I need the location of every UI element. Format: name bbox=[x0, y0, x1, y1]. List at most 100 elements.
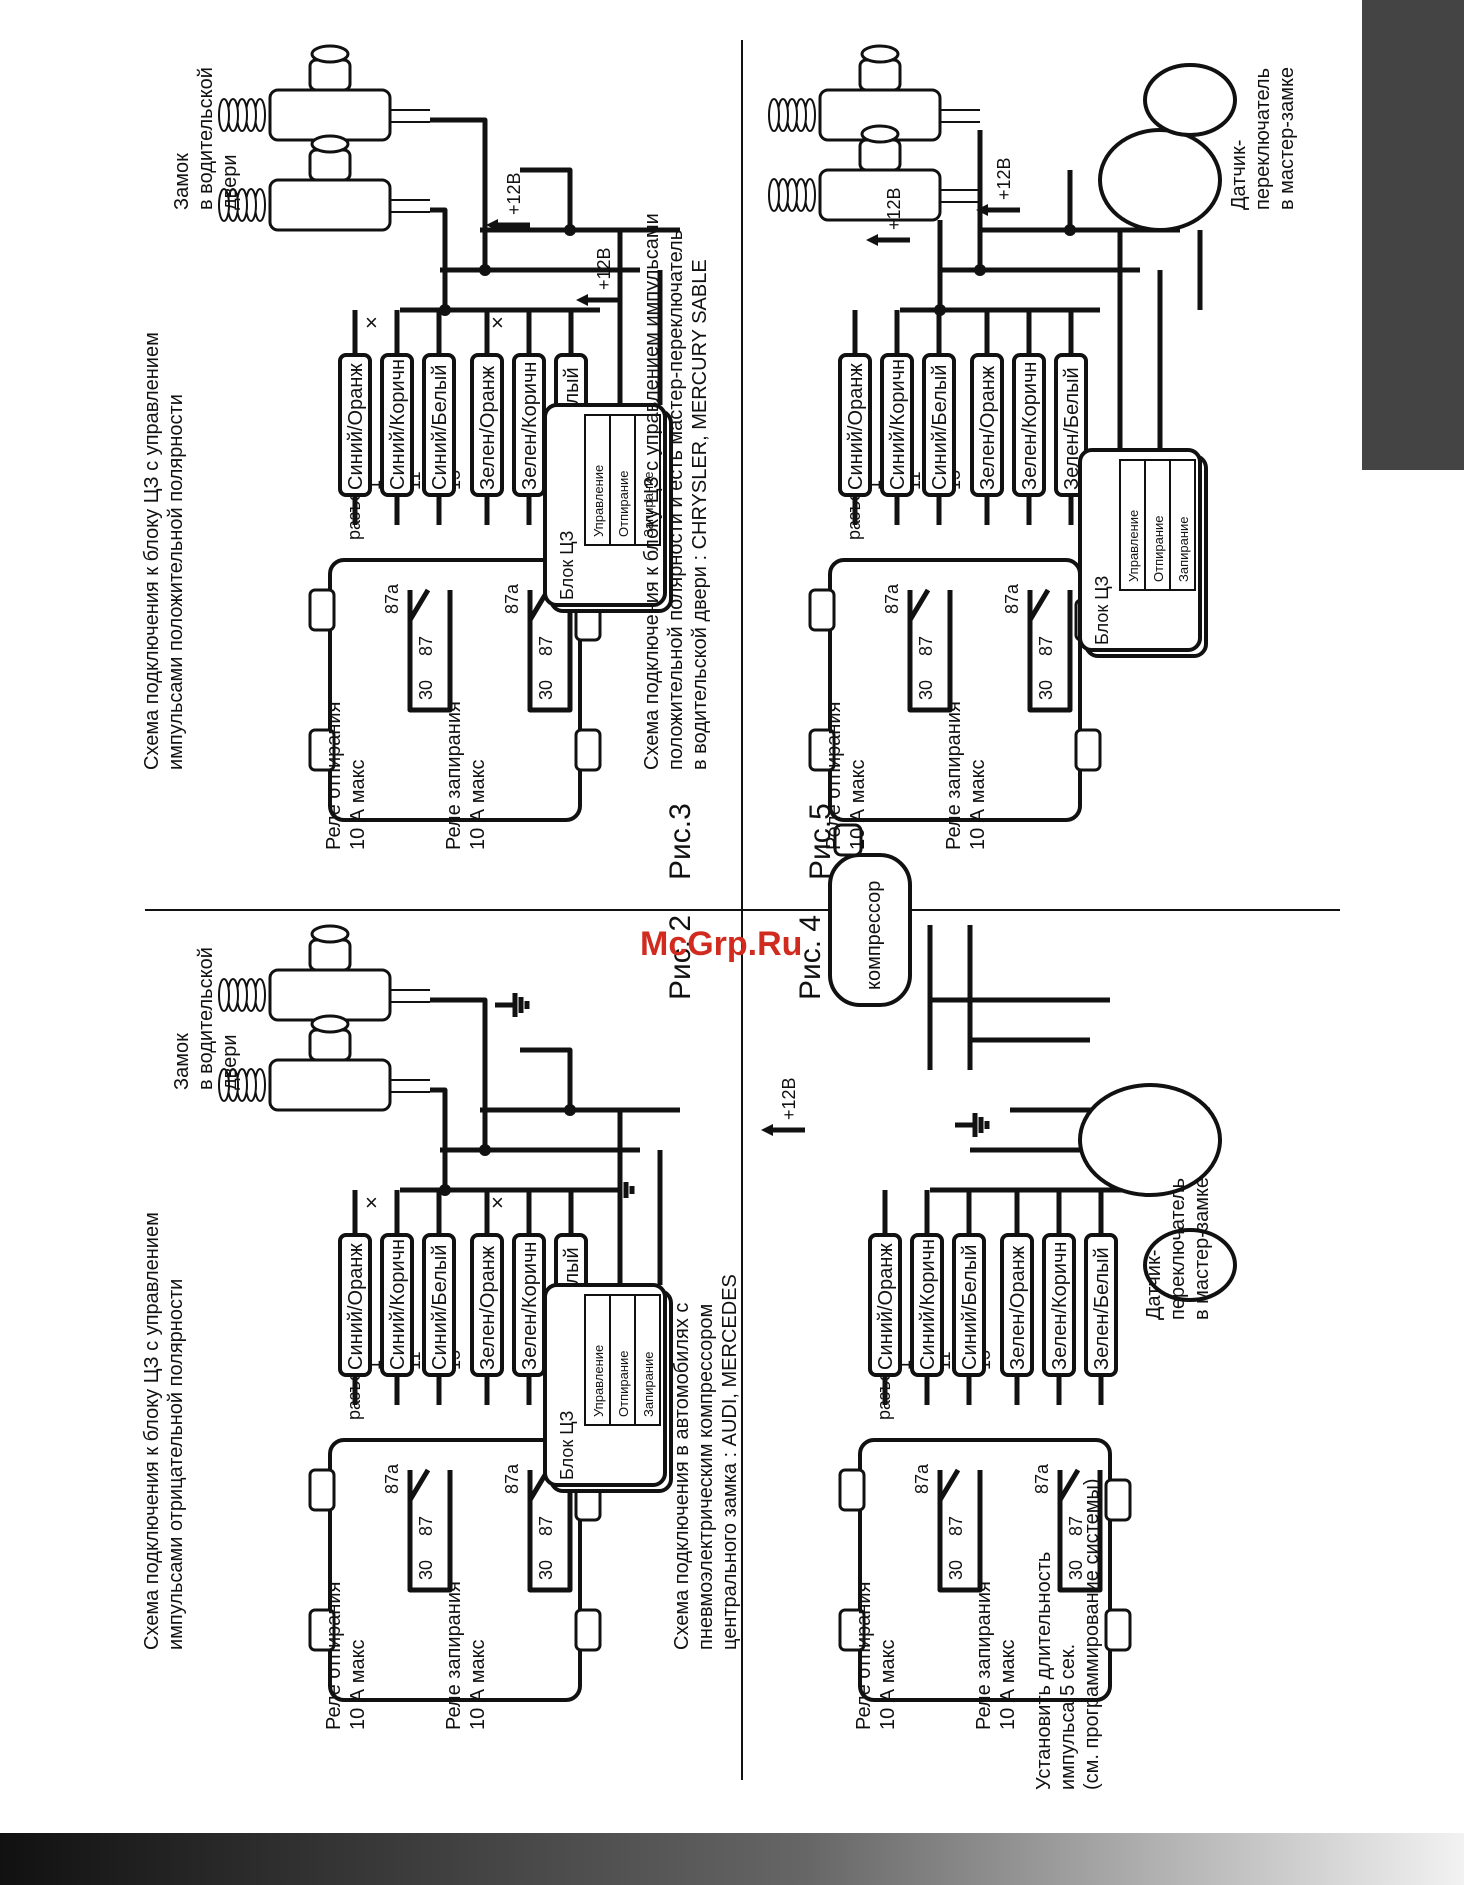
cl-block-row-0: Управление bbox=[591, 465, 606, 537]
mounting-ear bbox=[1104, 1478, 1132, 1522]
sensor-label-2: в мастер-замке bbox=[1191, 1177, 1213, 1320]
contact-87a: 87a bbox=[882, 583, 902, 614]
cl-block-label: Блок ЦЗ bbox=[557, 531, 577, 600]
actuator-feed bbox=[520, 167, 573, 230]
sensor-label-1: переключатель bbox=[1252, 68, 1274, 210]
pin-1: 1 bbox=[894, 1360, 914, 1370]
relay-label-unlock: Реле отпирания bbox=[853, 1582, 875, 1730]
figure-number-fig2: Рис. 2 bbox=[664, 915, 697, 1000]
wire-label-1: Синий/Коричн bbox=[387, 1239, 409, 1370]
figure-number-fig4: Рис. 4 bbox=[794, 915, 827, 1000]
figure-title-fig2-0: Схема подключения к блоку ЦЗ с управлени… bbox=[141, 1212, 163, 1650]
wire-label-2: Синий/Белый bbox=[429, 365, 451, 490]
mounting-ear bbox=[838, 1608, 866, 1652]
contact-87: 87 bbox=[916, 636, 936, 656]
lock-label-2: двери bbox=[219, 1035, 241, 1091]
relay-label-unlock: Реле отпирания bbox=[323, 702, 345, 850]
cl-block-table bbox=[584, 414, 661, 546]
actuator-boot-ring bbox=[768, 178, 780, 212]
relay-switch bbox=[907, 588, 931, 622]
contact-30: 30 bbox=[1066, 1560, 1086, 1580]
relay-switch bbox=[407, 1468, 431, 1502]
figure-note-1: импульса 5 сек. bbox=[1057, 1644, 1079, 1790]
wire-label-3: Зелен/Оранж bbox=[477, 365, 499, 490]
wire-label-3: Зелен/Оранж bbox=[1007, 1245, 1029, 1370]
relay-rating-lock: 10 А макс bbox=[467, 759, 489, 850]
contact-87a: 87a bbox=[1002, 583, 1022, 614]
cl-block-row-2: Запирание bbox=[641, 471, 656, 537]
mounting-ear bbox=[308, 588, 336, 632]
cl-block-row-1: Отпирание bbox=[616, 471, 631, 538]
figure-title-fig3-1: импульсами положительной полярности bbox=[165, 394, 187, 770]
contact-87: 87 bbox=[416, 1516, 436, 1536]
wire-label-2: Синий/Белый bbox=[959, 1245, 981, 1370]
contact-87: 87 bbox=[536, 1516, 556, 1536]
lock-actuator-2 bbox=[268, 178, 392, 232]
contact-87a: 87a bbox=[502, 583, 522, 614]
wire-label-5: Зелен/Белый bbox=[1091, 1247, 1113, 1370]
relay-label-lock: Реле запирания bbox=[973, 1581, 995, 1730]
relay-label-lock: Реле запирания bbox=[443, 1581, 465, 1730]
wire-label-0: Синий/Оранж bbox=[345, 1243, 367, 1370]
figure-number-fig3: Рис.3 bbox=[664, 803, 697, 880]
relay-loop bbox=[1027, 590, 1073, 713]
contact-87: 87 bbox=[1066, 1516, 1086, 1536]
mounting-ear bbox=[1074, 728, 1102, 772]
lock-actuator-1 bbox=[268, 968, 392, 1022]
sensor-label-0: Датчик- bbox=[1143, 1250, 1165, 1320]
cl-block-row-2: Запирание bbox=[1176, 516, 1191, 582]
contact-87: 87 bbox=[536, 636, 556, 656]
actuator-boot-ring bbox=[218, 978, 230, 1012]
relay-switch bbox=[1057, 1468, 1081, 1502]
junction-dot bbox=[974, 264, 986, 276]
cl-block-row-2: Запирание bbox=[641, 1351, 656, 1417]
actuator-feed bbox=[430, 1087, 448, 1190]
relay-housing-fig2 bbox=[328, 1438, 582, 1702]
lock-label-1: в водительской bbox=[195, 947, 217, 1090]
master-lock-sensor bbox=[1078, 1083, 1222, 1197]
contact-87: 87 bbox=[946, 1516, 966, 1536]
relay-housing-fig5 bbox=[828, 558, 1082, 822]
wire-label-4: Зелен/Коричн bbox=[1019, 362, 1041, 490]
wire-label-1: Синий/Коричн bbox=[917, 1239, 939, 1370]
actuator-top bbox=[310, 924, 350, 944]
contact-30: 30 bbox=[536, 680, 556, 700]
junction-dot bbox=[479, 1144, 491, 1156]
junction-dot bbox=[479, 264, 491, 276]
mounting-ear bbox=[574, 728, 602, 772]
actuator-boot-ring bbox=[218, 98, 230, 132]
contact-30: 30 bbox=[1036, 680, 1056, 700]
mounting-ear bbox=[308, 1468, 336, 1512]
plus12-label-fig3a: +12В bbox=[504, 172, 524, 215]
actuator-cap bbox=[308, 148, 352, 182]
actuator-cap bbox=[308, 58, 352, 92]
actuator-feed bbox=[520, 1047, 573, 1110]
relay-switch bbox=[407, 588, 431, 622]
figure-fig2: Схема подключения к блоку ЦЗ с управлени… bbox=[141, 915, 697, 1730]
contact-30: 30 bbox=[946, 1560, 966, 1580]
plus12-label-fig3b: +12В bbox=[594, 247, 614, 290]
relay-loop bbox=[407, 1470, 453, 1593]
wire-label-5: Зелен/Белый bbox=[1061, 367, 1083, 490]
lock-label-2: двери bbox=[219, 155, 241, 211]
wire-label-0: Синий/Оранж bbox=[345, 363, 367, 490]
side-tab bbox=[1362, 0, 1464, 470]
cl-block-row-0: Управление bbox=[591, 1345, 606, 1417]
sensor-label-1: переключатель bbox=[1167, 1178, 1189, 1320]
relay-loop bbox=[937, 1470, 983, 1593]
compressor-nozzle bbox=[833, 823, 863, 857]
relay-loop bbox=[1057, 1470, 1103, 1593]
junction-dot bbox=[1064, 224, 1076, 236]
contact-87a: 87a bbox=[502, 1463, 522, 1494]
key-head bbox=[1143, 1228, 1237, 1302]
wire-label-2: Синий/Белый bbox=[429, 1245, 451, 1370]
lock-actuator-2 bbox=[818, 168, 942, 222]
cl-block-row-1: Отпирание bbox=[1151, 516, 1166, 583]
figure-title-fig4-2: центрального замка : AUDI, MERCEDES bbox=[719, 1274, 741, 1650]
cl-block-label: Блок ЦЗ bbox=[557, 1411, 577, 1480]
figure-note-0: Установить длительность bbox=[1033, 1552, 1055, 1790]
junction-dot bbox=[564, 1104, 576, 1116]
junction-dot bbox=[934, 304, 946, 316]
lock-label-0: Замок bbox=[171, 153, 193, 210]
plus12-arrow bbox=[761, 1124, 773, 1136]
